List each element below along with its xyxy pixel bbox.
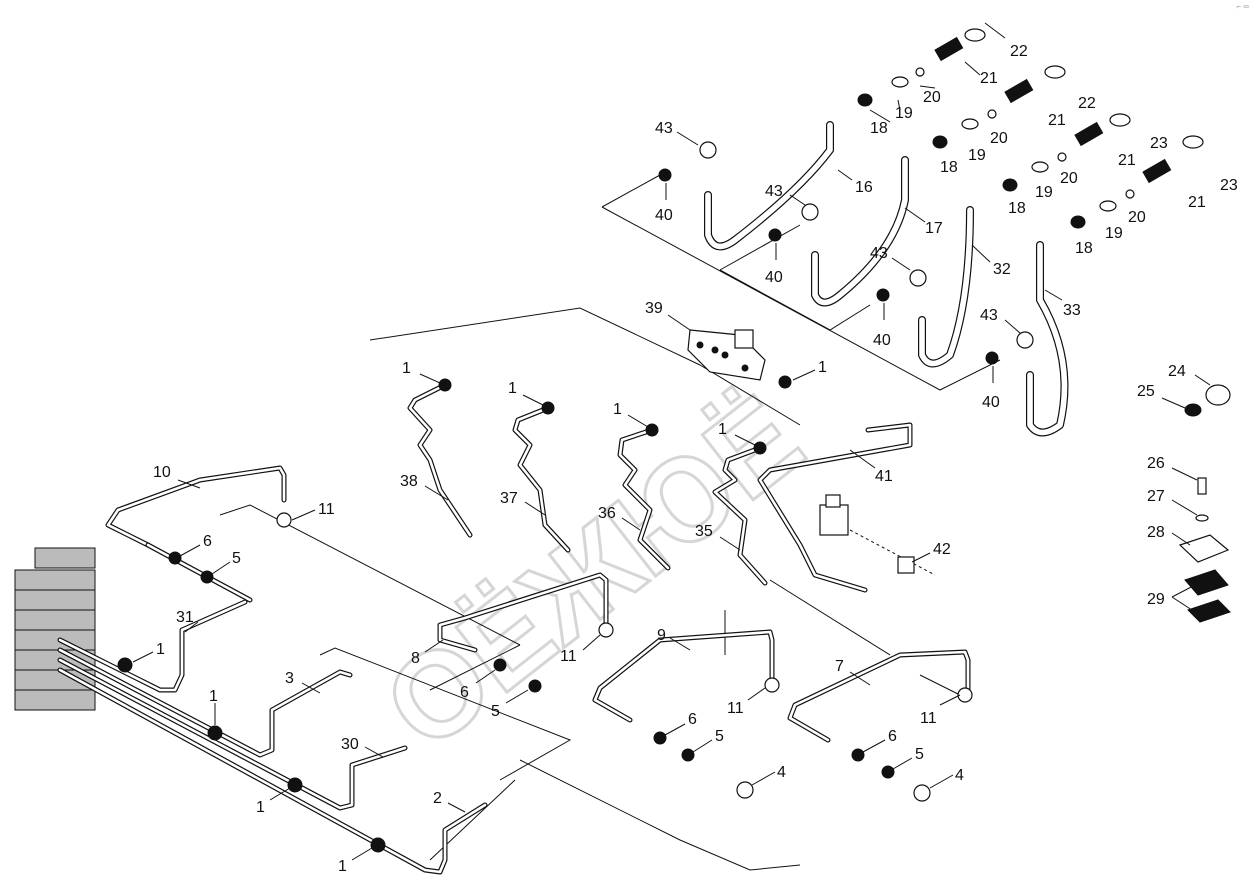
- callout-43: 43: [655, 120, 673, 137]
- callout-32: 32: [993, 261, 1011, 278]
- manifold-block: [687, 329, 766, 381]
- callout-17: 17: [925, 220, 943, 237]
- callout-21: 21: [1188, 194, 1206, 211]
- callout-18: 18: [1008, 200, 1026, 217]
- callout-19: 19: [1105, 225, 1123, 242]
- callout-5: 5: [715, 728, 724, 745]
- callout-33: 33: [1063, 302, 1081, 319]
- callout-1: 1: [508, 380, 517, 397]
- callout-25: 25: [1137, 383, 1155, 400]
- callout-1: 1: [156, 641, 165, 658]
- callout-43: 43: [870, 245, 888, 262]
- callout-43: 43: [980, 307, 998, 324]
- callout-40: 40: [655, 207, 673, 224]
- loose-parts: [1178, 384, 1231, 623]
- pipes-upper: [407, 382, 913, 593]
- callout-3: 3: [285, 670, 294, 687]
- callout-22: 22: [1010, 43, 1028, 60]
- callout-11: 11: [727, 700, 744, 717]
- callout-30: 30: [341, 736, 359, 753]
- callout-21: 21: [980, 70, 998, 87]
- callout-6: 6: [688, 711, 697, 728]
- callout-1: 1: [613, 401, 622, 418]
- callout-5: 5: [232, 550, 241, 567]
- callout-35: 35: [695, 523, 713, 540]
- callout-19: 19: [895, 105, 913, 122]
- callout-40: 40: [765, 269, 783, 286]
- callout-4: 4: [777, 764, 786, 781]
- fittings: [117, 141, 1034, 853]
- callout-18: 18: [1075, 240, 1093, 257]
- frame-lines: [219, 174, 1001, 871]
- callout-10: 10: [153, 464, 171, 481]
- callout-21: 21: [1118, 152, 1136, 169]
- coupler-assemblies: [857, 28, 1204, 229]
- callout-5: 5: [491, 703, 500, 720]
- callout-26: 26: [1147, 455, 1165, 472]
- callout-40: 40: [873, 332, 891, 349]
- callout-24: 24: [1168, 363, 1186, 380]
- callout-40: 40: [982, 394, 1000, 411]
- callout-11: 11: [318, 501, 335, 518]
- callout-11: 11: [560, 648, 577, 665]
- callout-7: 7: [835, 658, 844, 675]
- callout-11: 11: [920, 710, 937, 727]
- callout-8: 8: [411, 650, 420, 667]
- callout-6: 6: [460, 684, 469, 701]
- callout-23: 23: [1220, 177, 1238, 194]
- callout-29: 29: [1147, 591, 1165, 608]
- callout-39: 39: [645, 300, 663, 317]
- callout-1: 1: [402, 360, 411, 377]
- callout-1: 1: [338, 858, 347, 875]
- callout-36: 36: [598, 505, 616, 522]
- callout-19: 19: [968, 147, 986, 164]
- callout-18: 18: [940, 159, 958, 176]
- callout-21: 21: [1048, 112, 1066, 129]
- callout-16: 16: [855, 179, 873, 196]
- callout-4: 4: [955, 767, 964, 784]
- callout-6: 6: [203, 533, 212, 550]
- callout-37: 37: [500, 490, 518, 507]
- callout-1: 1: [718, 421, 727, 438]
- pipe-10: [105, 465, 287, 603]
- pipes-lower: [437, 572, 971, 743]
- callout-1: 1: [818, 359, 827, 376]
- corner-mark: ⌐ ∞: [1236, 2, 1249, 11]
- callouts: 22 21 20 19 18 22 21 20 19 18 23 21 20 1…: [132, 22, 1238, 875]
- callout-5: 5: [915, 746, 924, 763]
- callout-1: 1: [256, 799, 265, 816]
- callout-20: 20: [923, 89, 941, 106]
- solenoid-valve: [819, 494, 936, 576]
- callout-20: 20: [1128, 209, 1146, 226]
- callout-28: 28: [1147, 524, 1165, 541]
- callout-27: 27: [1147, 488, 1165, 505]
- callout-20: 20: [990, 130, 1008, 147]
- callout-41: 41: [875, 468, 893, 485]
- callout-2: 2: [433, 790, 442, 807]
- callout-31: 31: [176, 609, 194, 626]
- callout-19: 19: [1035, 184, 1053, 201]
- callout-6: 6: [888, 728, 897, 745]
- callout-42: 42: [933, 541, 951, 558]
- callout-20: 20: [1060, 170, 1078, 187]
- control-valve: [14, 547, 96, 711]
- callout-22: 22: [1078, 95, 1096, 112]
- callout-18: 18: [870, 120, 888, 137]
- callout-23: 23: [1150, 135, 1168, 152]
- hoses: [704, 121, 1069, 437]
- callout-1: 1: [209, 688, 218, 705]
- callout-9: 9: [657, 627, 666, 644]
- valve-lines: [57, 599, 488, 875]
- callout-43: 43: [765, 183, 783, 200]
- callout-38: 38: [400, 473, 418, 490]
